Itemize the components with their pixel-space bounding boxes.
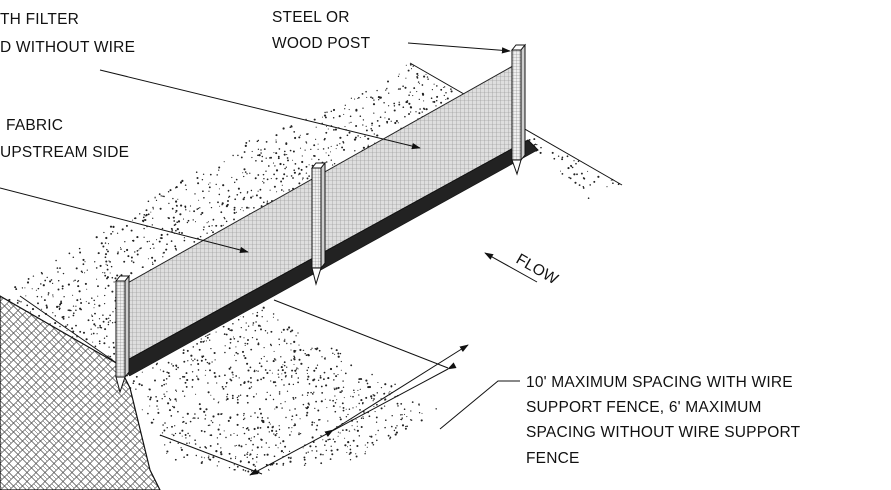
label-spacing-line1: 10' MAXIMUM SPACING WITH WIRE [526,374,793,391]
label-filter-fabric-line1: TH FILTER [0,11,79,28]
leader-post [407,42,511,54]
post-middle [310,161,327,286]
dimension-line-main [249,362,457,476]
label-flow: FLOW [513,251,561,289]
label-fabric-side-line1: FABRIC [6,117,63,134]
label-spacing-line2: SUPPORT FENCE, 6' MAXIMUM [526,399,762,416]
flow-arrow-icon [484,252,538,283]
leader-spacing-note [439,380,520,430]
trench-highlight [127,151,537,379]
dimension-extension-mid [273,299,449,369]
ground-edge-left [19,295,119,365]
label-fabric-side-line2: UPSTREAM SIDE [0,144,129,161]
label-spacing-line3: SPACING WITHOUT WIRE SUPPORT [526,424,801,441]
post-left [114,274,131,394]
post-right [510,43,527,176]
label-spacing-line4: FENCE [526,450,580,467]
label-filter-fabric-line2: D WITHOUT WIRE [0,39,135,56]
dimension-extension-left [159,434,263,475]
leader-fabric-side [0,187,249,254]
dimension-double-arrow-icon [324,344,469,437]
label-post-line1: STEEL OR [272,9,350,26]
label-post-line2: WOOD POST [272,35,371,52]
leader-filter-fabric [99,69,421,150]
